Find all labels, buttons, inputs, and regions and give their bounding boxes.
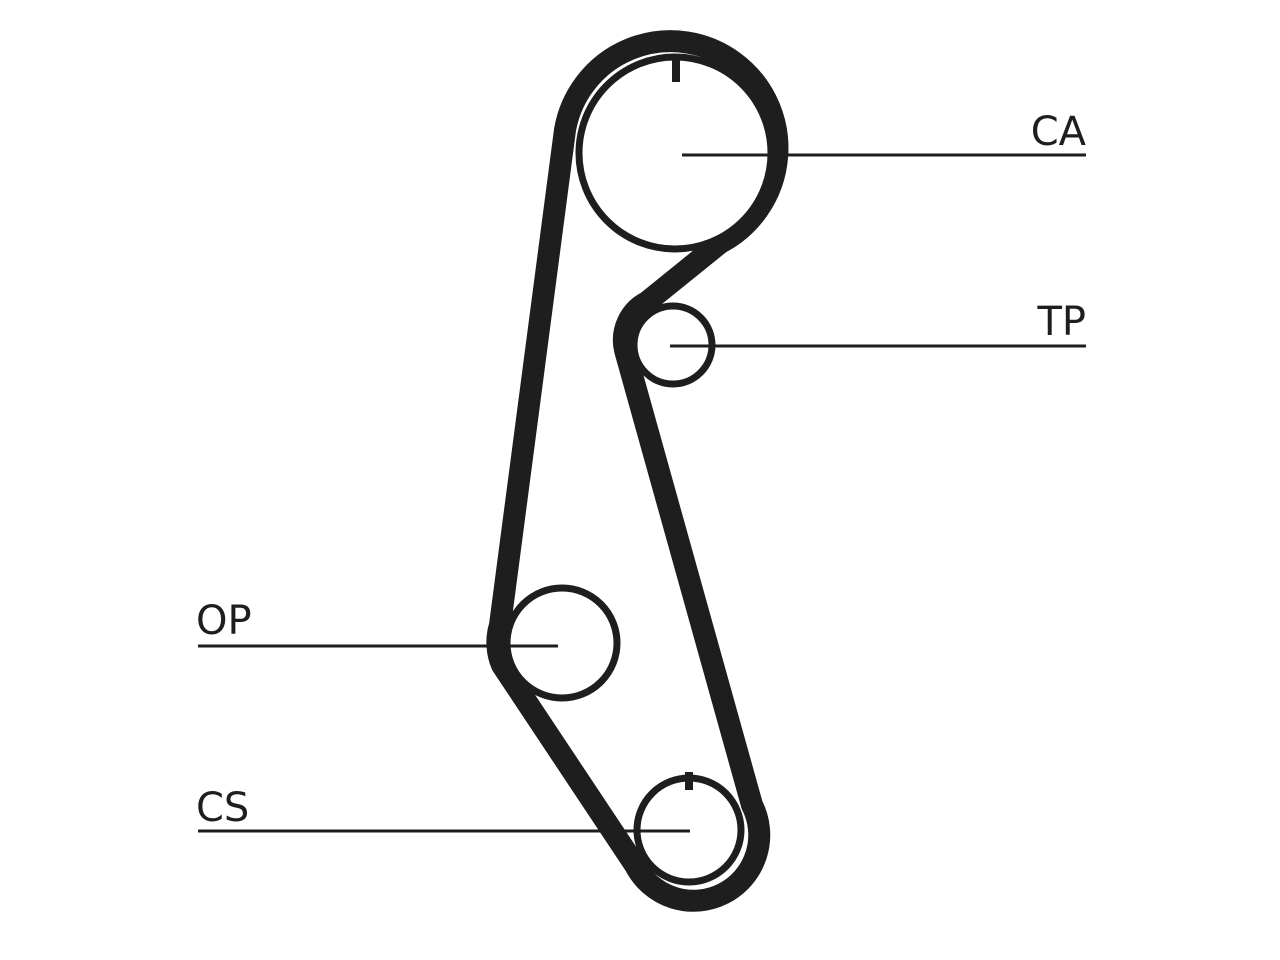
tp-label: TP [1036, 299, 1086, 345]
timing-belt [486, 30, 789, 912]
camshaft-pulley [575, 53, 775, 253]
ca-label: CA [1031, 109, 1087, 155]
crankshaft-pulley [633, 772, 745, 886]
op-label: OP [196, 598, 252, 644]
oil-pump-pulley [503, 584, 621, 702]
cs-label: CS [196, 785, 249, 831]
